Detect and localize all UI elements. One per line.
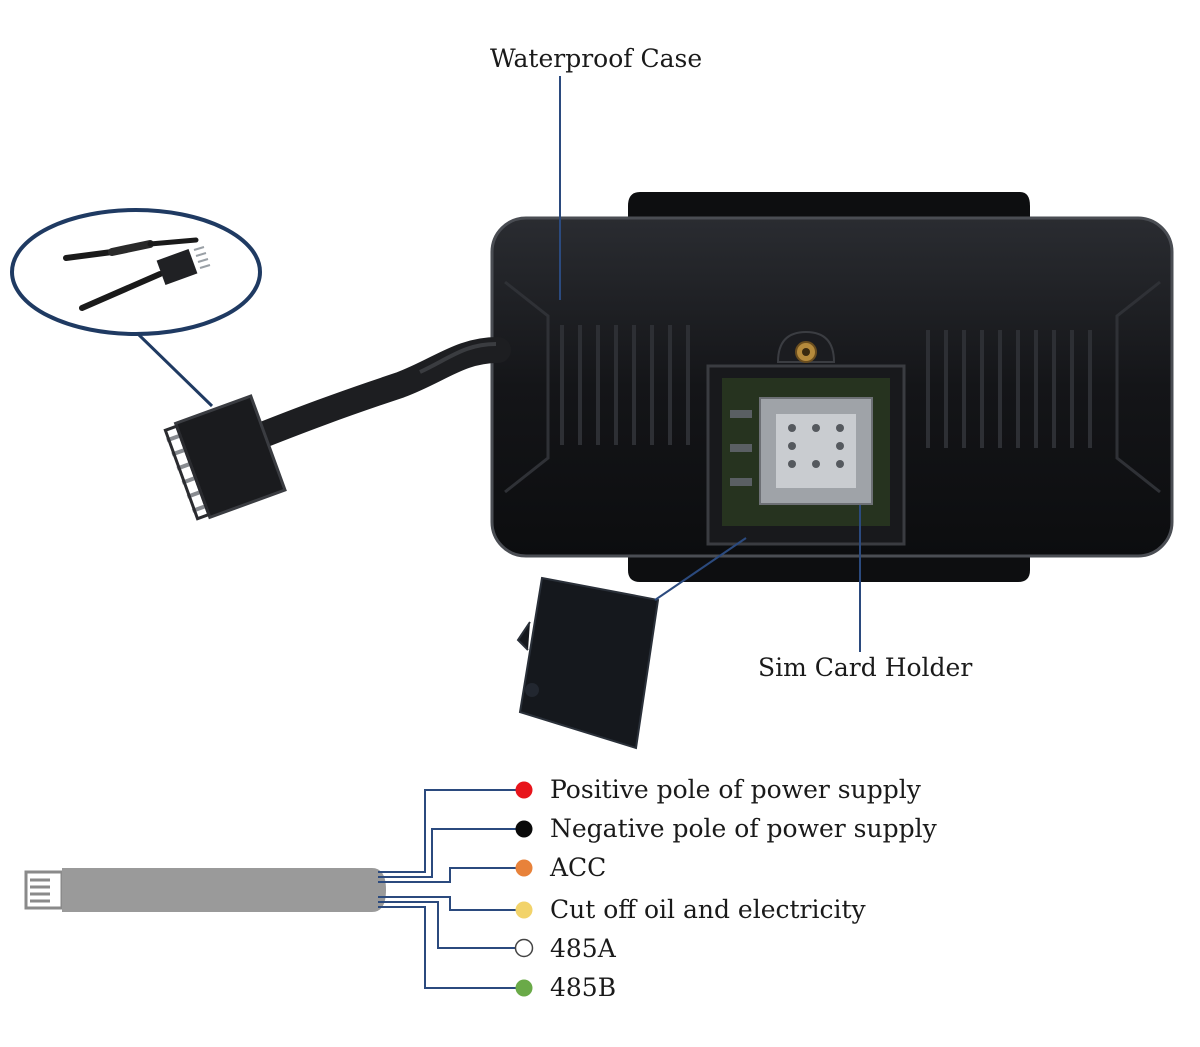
wiring-harness (24, 868, 386, 912)
left-vent-grille (560, 325, 690, 445)
wire-dot-485b (515, 979, 533, 997)
wire-label-cut-off: Cut off oil and electricity (550, 895, 866, 924)
callout-leaders (559, 76, 861, 652)
wire-label-negative: Negative pole of power supply (550, 814, 937, 843)
wire-dot-positive (515, 781, 533, 799)
wire-dot-negative (515, 820, 533, 838)
wire-label-485b: 485B (550, 973, 617, 1002)
connector-zoom-inset (10, 208, 262, 408)
sim-card-bay (706, 364, 906, 546)
wire-label-485a: 485A (550, 934, 616, 963)
sim-cover-plug (516, 576, 660, 750)
screw-icon (776, 330, 836, 363)
right-vent-grille (926, 330, 1092, 448)
sim-card-holder-label: Sim Card Holder (758, 653, 973, 682)
wire-dot-485a (514, 938, 534, 958)
wire-dot-acc (515, 859, 533, 877)
wire-label-positive: Positive pole of power supply (550, 775, 921, 804)
wire-color-dots (514, 781, 534, 997)
six-pin-connector (163, 394, 287, 521)
wire-label-acc: ACC (550, 853, 607, 882)
wire-dot-cut-off (515, 901, 533, 919)
harness-wires (378, 789, 524, 989)
device-cable (237, 337, 511, 453)
waterproof-case-label: Waterproof Case (490, 44, 703, 73)
